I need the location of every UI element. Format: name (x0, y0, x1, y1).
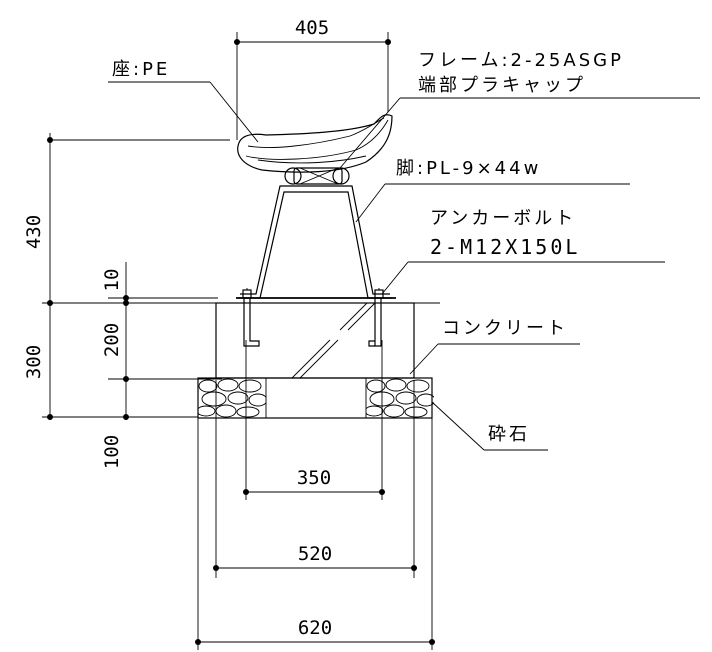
dim-concrete-width: 520 (298, 543, 332, 565)
anchor-bolts (242, 288, 384, 347)
label-frame: フレーム:2-25ASGP (418, 50, 624, 71)
concrete-block (215, 302, 415, 379)
dim-base-depth: 300 (23, 345, 45, 379)
dim-gravel-height: 100 (101, 435, 123, 469)
frame-pipe (284, 167, 350, 185)
steel-leg (238, 185, 392, 299)
dim-bolt-spacing: 350 (297, 467, 331, 489)
label-anchor: アンカーボルト (430, 208, 576, 229)
label-gravel: 砕石 (488, 424, 530, 445)
label-leg: 脚:PL-9×44w (396, 158, 541, 179)
label-end-cap: 端部プラキャップ (418, 75, 586, 96)
gravel-base (197, 377, 434, 419)
dim-gravel-width: 620 (298, 617, 332, 639)
seat-shell (237, 114, 393, 173)
label-seat: 座:PE (112, 59, 170, 80)
label-concrete: コンクリート (442, 318, 568, 339)
dim-concrete-height: 200 (101, 323, 123, 357)
dimension-lines (42, 32, 440, 650)
label-anchor-spec: 2-M12X150L (430, 235, 580, 259)
dim-plate: 10 (101, 269, 123, 292)
dim-seat-width: 405 (295, 17, 329, 39)
dim-height-total: 430 (23, 215, 45, 249)
leader-lines (108, 81, 700, 451)
